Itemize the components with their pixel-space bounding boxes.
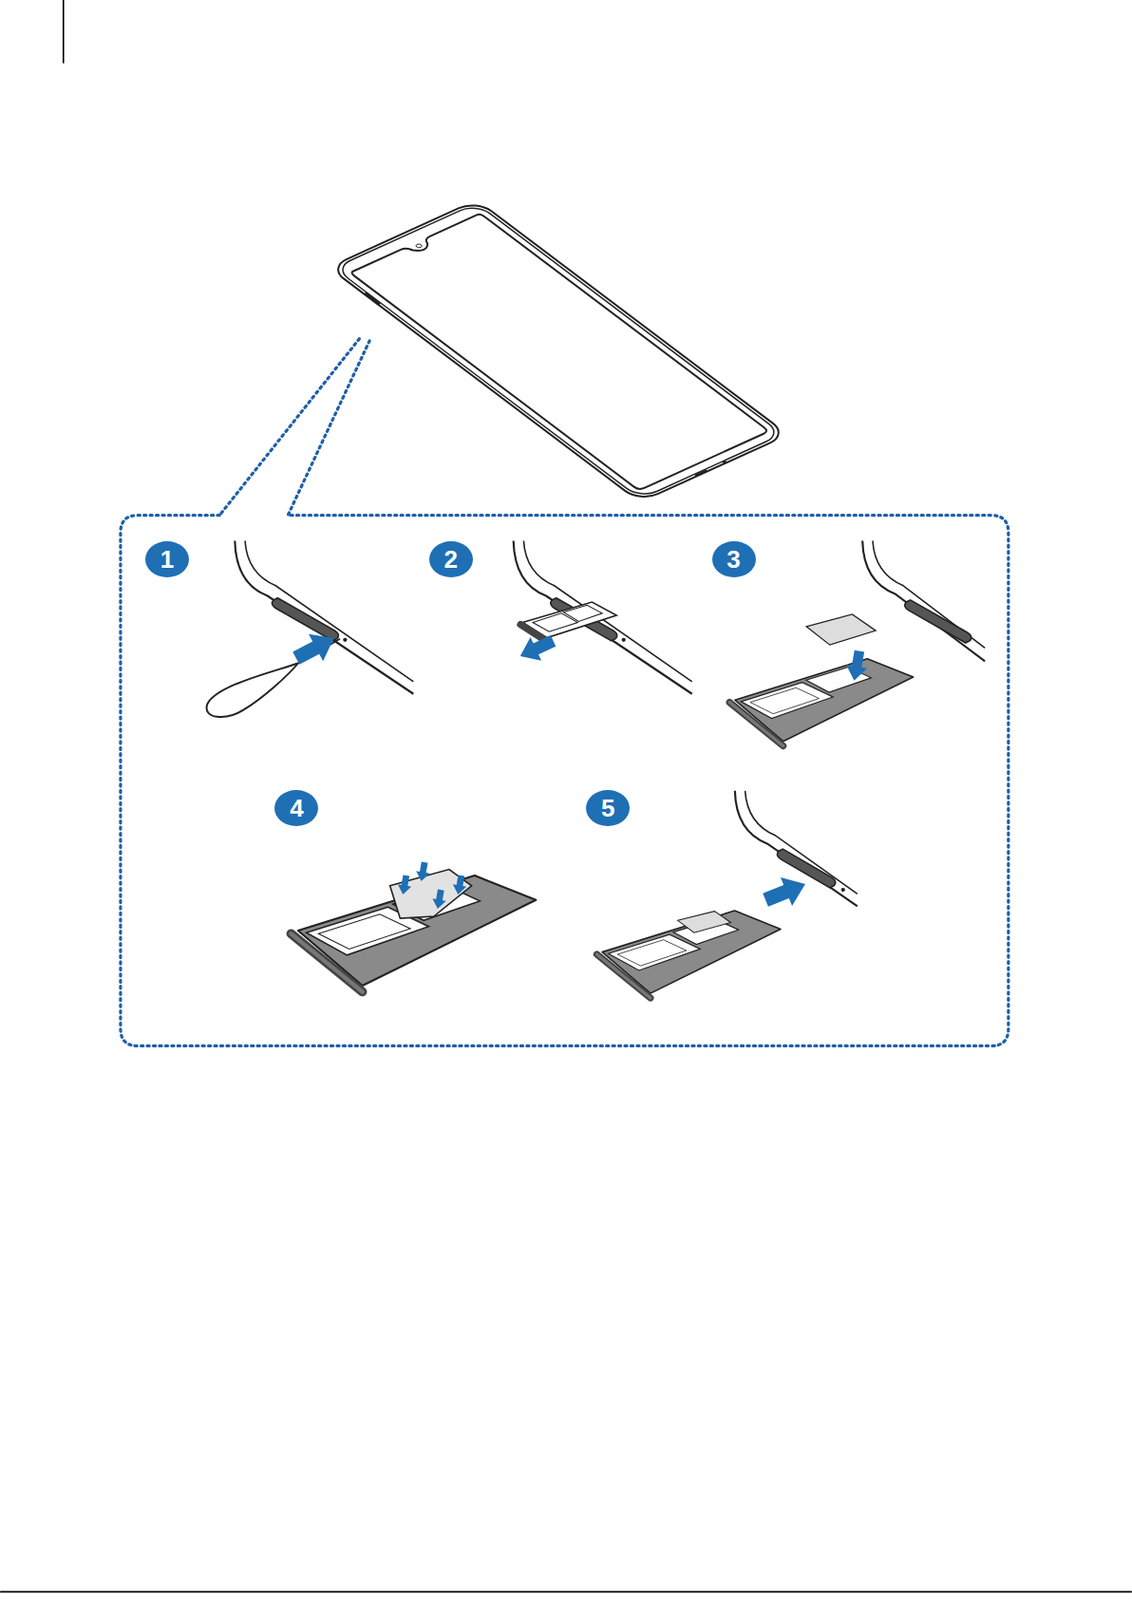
step-press-sim bbox=[290, 861, 536, 993]
callout-number: 3 bbox=[712, 541, 756, 578]
step-pull-tray bbox=[513, 541, 693, 695]
step-place-sim bbox=[729, 541, 985, 747]
step-insert-tray bbox=[597, 791, 858, 999]
step-eject-pin bbox=[207, 541, 415, 717]
callout-number: 5 bbox=[585, 790, 630, 827]
phone bbox=[328, 200, 789, 503]
page-rule bbox=[62, 0, 65, 64]
detail-frame bbox=[120, 339, 1009, 1047]
callout-number: 2 bbox=[429, 541, 473, 578]
callout-number: 4 bbox=[274, 790, 319, 827]
page-rule bbox=[0, 1591, 1132, 1594]
callout-number: 1 bbox=[145, 541, 189, 578]
